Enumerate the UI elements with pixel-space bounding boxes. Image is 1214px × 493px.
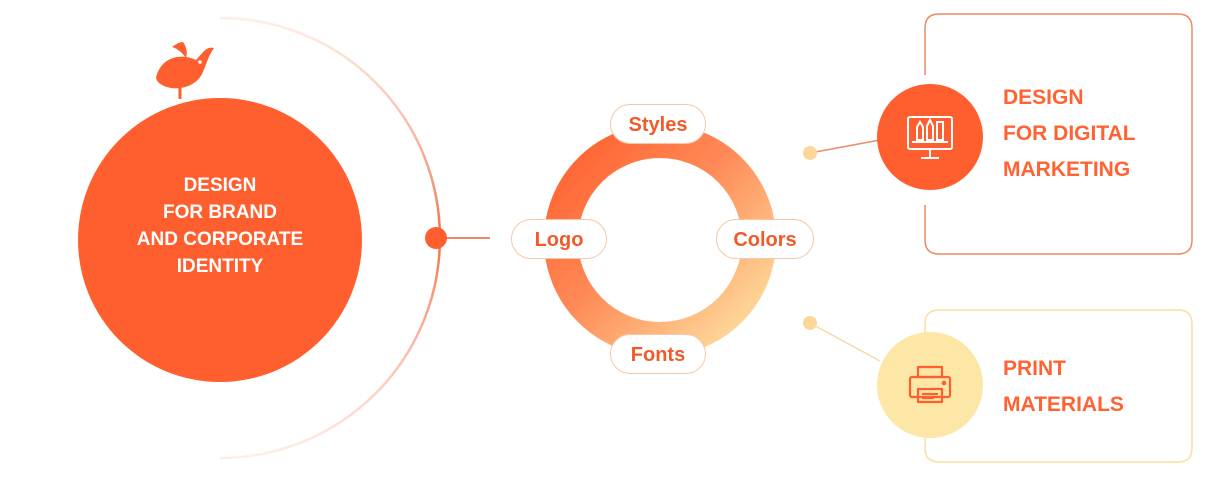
card-digital-title-line: MARKETING	[1003, 158, 1131, 181]
main-title-line: AND CORPORATE	[136, 229, 304, 250]
card-digital-badge	[877, 84, 983, 190]
card-print-title: PRINT MATERIALS	[1003, 351, 1124, 423]
connector-ring-to-digital	[809, 139, 881, 154]
card-print-frame	[924, 309, 1193, 463]
card-print-title-line: MATERIALS	[1003, 393, 1124, 416]
card-digital-title-line: FOR DIGITAL	[1003, 122, 1136, 145]
connector-ring-to-print	[809, 322, 881, 362]
card-digital-frame	[924, 13, 1193, 255]
card-print-badge	[877, 332, 983, 438]
pill-logo: Logo	[511, 219, 607, 259]
pill-styles: Styles	[610, 104, 706, 144]
main-circle	[78, 98, 362, 382]
connector-dot-print	[803, 316, 817, 330]
printer-icon	[908, 365, 952, 404]
main-title-line: FOR BRAND	[163, 202, 277, 223]
pill-colors: Colors	[716, 219, 814, 259]
main-title-line: DESIGN	[183, 175, 257, 196]
connector-dot-main	[425, 227, 447, 249]
monitor-design-tools-icon	[907, 116, 953, 159]
card-digital-title-line: DESIGN	[1003, 86, 1084, 109]
pill-fonts: Fonts	[610, 334, 706, 374]
bird-icon	[156, 42, 214, 99]
main-title-line: IDENTITY	[176, 256, 264, 277]
connector-dot-digital	[803, 146, 817, 160]
main-title: DESIGN FOR BRAND AND CORPORATE IDENTITY	[100, 172, 340, 280]
card-print-title-line: PRINT	[1003, 357, 1066, 380]
card-digital-title: DESIGN FOR DIGITAL MARKETING	[1003, 80, 1136, 188]
